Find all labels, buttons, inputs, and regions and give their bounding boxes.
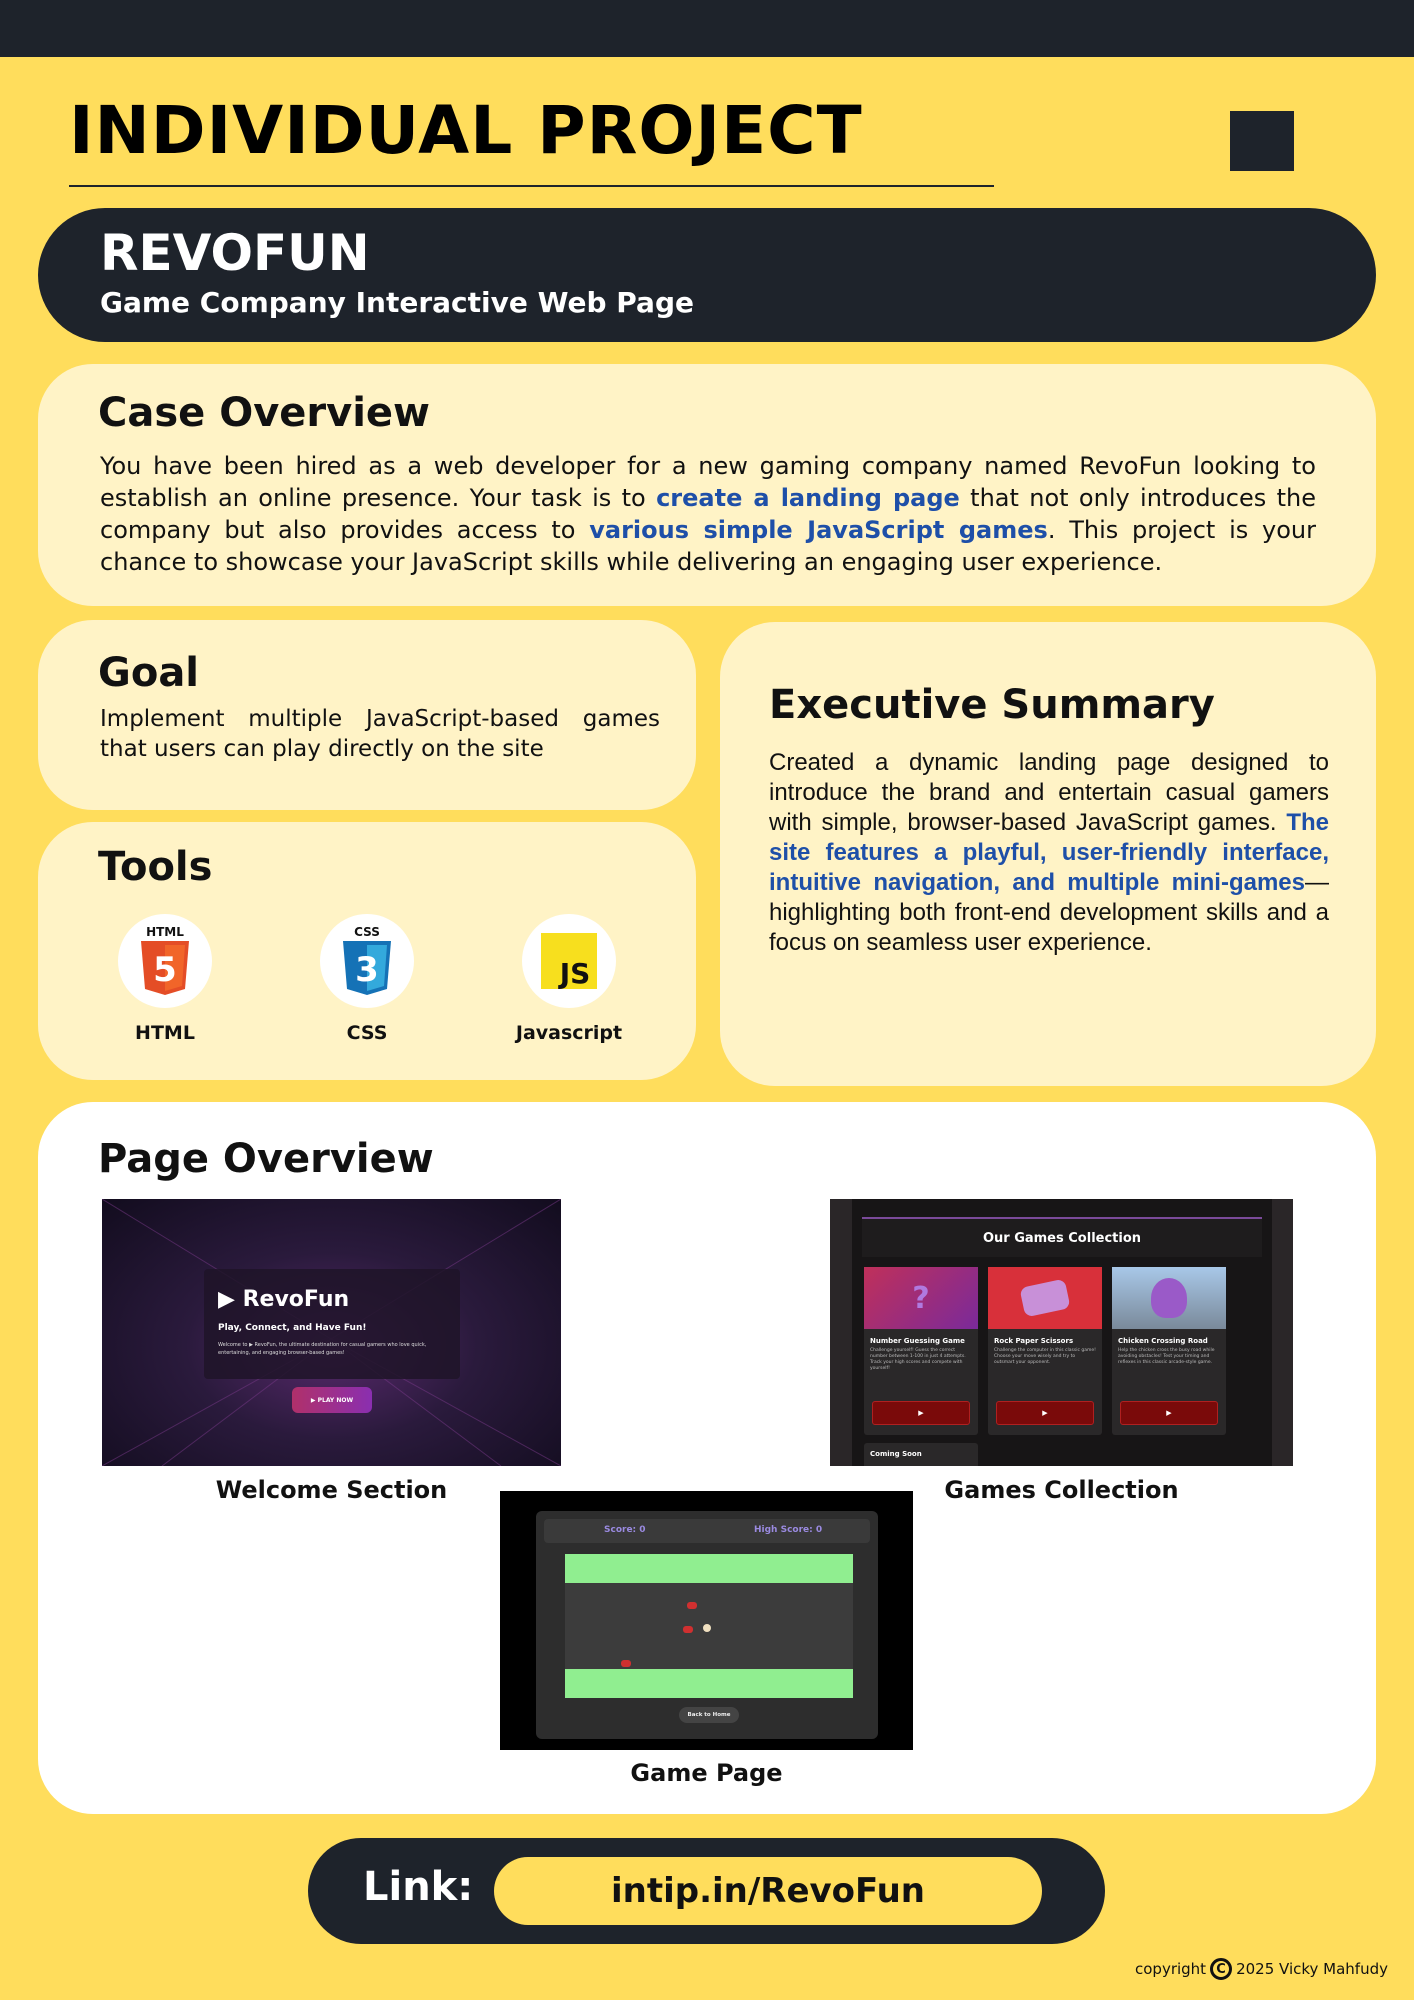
goal-card: Goal Implement multiple JavaScript-based…	[38, 620, 696, 810]
project-name: REVOFUN	[100, 224, 370, 282]
game-card-title: Number Guessing Game	[870, 1337, 965, 1345]
page-overview-card: Page Overview ▶ RevoFun Play, Connect, a…	[38, 1102, 1376, 1814]
game-card-number-guessing: ? Number Guessing Game Challenge yoursel…	[864, 1267, 978, 1435]
safe-zone-top	[565, 1554, 853, 1583]
tool-css: CSS 3 CSS	[307, 914, 427, 1044]
tools-card: Tools HTML 5 HTML CSS 3 CSS JS	[38, 822, 696, 1080]
executive-summary-highlight: The site features a playful, user-friend…	[769, 809, 1329, 896]
page-title: INDIVIDUAL PROJECT	[69, 92, 863, 169]
case-overview-text-3: . This project is your chance to showcas…	[100, 516, 1317, 576]
html-glyph: 5	[153, 950, 177, 990]
case-overview-text-1: You have been hired as a web developer f…	[100, 452, 1316, 512]
coming-soon-card: Coming Soon	[864, 1443, 978, 1466]
play-now-button[interactable]: ▶ PLAY NOW	[292, 1387, 372, 1413]
tool-html: HTML 5 HTML	[105, 914, 225, 1044]
tool-label-html: HTML	[135, 1022, 195, 1044]
game-card-desc: Help the chicken cross the busy road whi…	[1118, 1348, 1215, 1365]
game-play-button[interactable]: ▶	[996, 1401, 1094, 1425]
title-underline	[69, 185, 994, 187]
case-overview-text: You have been hired as a web developer f…	[100, 450, 1316, 578]
game-card-chicken-crossing: Chicken Crossing Road Help the chicken c…	[1112, 1267, 1226, 1435]
hand-icon	[988, 1267, 1102, 1329]
game-card-title: Rock Paper Scissors	[994, 1337, 1074, 1345]
js-glyph: JS	[558, 957, 591, 989]
project-subtitle: Game Company Interactive Web Page	[100, 286, 694, 319]
games-collection-screenshot: Our Games Collection ? Number Guessing G…	[830, 1199, 1293, 1466]
project-link[interactable]: intip.in/RevoFun	[494, 1857, 1042, 1925]
game-canvas[interactable]	[565, 1554, 853, 1698]
case-overview-highlight-2: various simple JavaScript games	[589, 516, 1048, 544]
welcome-tagline: Play, Connect, and Have Fun!	[218, 1323, 367, 1333]
game-card-desc: Challenge yourself! Guess the correct nu…	[870, 1348, 966, 1371]
javascript-icon: JS	[522, 914, 616, 1008]
executive-summary-card: Executive Summary Created a dynamic land…	[720, 622, 1376, 1086]
executive-summary-heading: Executive Summary	[769, 682, 1215, 728]
game-play-button[interactable]: ▶	[1120, 1401, 1218, 1425]
chicken-icon	[1112, 1267, 1226, 1329]
game-card-rock-paper-scissors: Rock Paper Scissors Challenge the comput…	[988, 1267, 1102, 1435]
welcome-section-screenshot: ▶ RevoFun Play, Connect, and Have Fun! W…	[102, 1199, 561, 1466]
css-glyph: 3	[355, 950, 379, 990]
page-overview-heading: Page Overview	[98, 1136, 434, 1182]
welcome-hero-box: ▶ RevoFun Play, Connect, and Have Fun! W…	[204, 1269, 460, 1379]
copyright-icon: C	[1210, 1958, 1233, 1980]
html5-icon: HTML 5	[118, 914, 212, 1008]
game-play-button[interactable]: ▶	[872, 1401, 970, 1425]
css3-icon: CSS 3	[320, 914, 414, 1008]
link-bar: Link: intip.in/RevoFun	[308, 1838, 1105, 1944]
goal-text: Implement multiple JavaScript-based game…	[100, 706, 660, 762]
question-mark-icon: ?	[864, 1267, 978, 1329]
game-card-title: Chicken Crossing Road	[1118, 1337, 1208, 1345]
copyright-prefix: copyright	[1135, 1960, 1207, 1978]
chicken-player-icon	[703, 1624, 711, 1632]
case-overview-text-2: that not only introduces the company but…	[100, 484, 1317, 544]
game-card-desc: Challenge the computer in this classic g…	[994, 1348, 1096, 1365]
executive-summary-text: Created a dynamic landing page designed …	[769, 748, 1329, 958]
tool-label-css: CSS	[346, 1022, 388, 1044]
welcome-blurb: Welcome to ▶ RevoFun, the ultimate desti…	[218, 1342, 427, 1356]
car-icon	[687, 1602, 697, 1609]
welcome-section-caption: Welcome Section	[215, 1476, 448, 1504]
executive-summary-text-1: Created a dynamic landing page designed …	[769, 749, 1329, 836]
high-score-display: High Score: 0	[754, 1525, 823, 1535]
case-overview-highlight-1: create a landing page	[656, 484, 960, 512]
html-badge-text: HTML	[146, 925, 184, 939]
games-collection-caption: Games Collection	[944, 1476, 1179, 1504]
game-page-caption: Game Page	[630, 1759, 783, 1787]
car-icon	[621, 1660, 631, 1667]
goal-heading: Goal	[98, 650, 200, 696]
car-icon	[683, 1626, 693, 1633]
copyright: copyright C 2025 Vicky Mahfudy	[1135, 1958, 1388, 1980]
executive-summary-text-2: —highlighting both front-end development…	[769, 869, 1329, 956]
back-to-home-button[interactable]: Back to Home	[679, 1707, 739, 1723]
css-badge-text: CSS	[354, 925, 380, 939]
tool-javascript: JS Javascript	[509, 914, 629, 1044]
case-overview-heading: Case Overview	[98, 390, 431, 436]
safe-zone-bottom	[565, 1669, 853, 1698]
project-banner: REVOFUN Game Company Interactive Web Pag…	[38, 208, 1376, 342]
link-label: Link:	[363, 1864, 474, 1910]
top-bar	[0, 0, 1414, 57]
games-collection-title: Our Games Collection	[862, 1217, 1262, 1257]
game-page-screenshot: Score: 0 High Score: 0 Back to Home	[500, 1491, 913, 1750]
tools-heading: Tools	[98, 844, 213, 890]
score-display: Score: 0	[604, 1525, 646, 1535]
decorative-square	[1230, 111, 1294, 171]
copyright-text: 2025 Vicky Mahfudy	[1236, 1960, 1388, 1978]
welcome-logo: ▶ RevoFun	[218, 1287, 350, 1312]
tool-label-javascript: Javascript	[515, 1022, 623, 1044]
case-overview-card: Case Overview You have been hired as a w…	[38, 364, 1376, 606]
